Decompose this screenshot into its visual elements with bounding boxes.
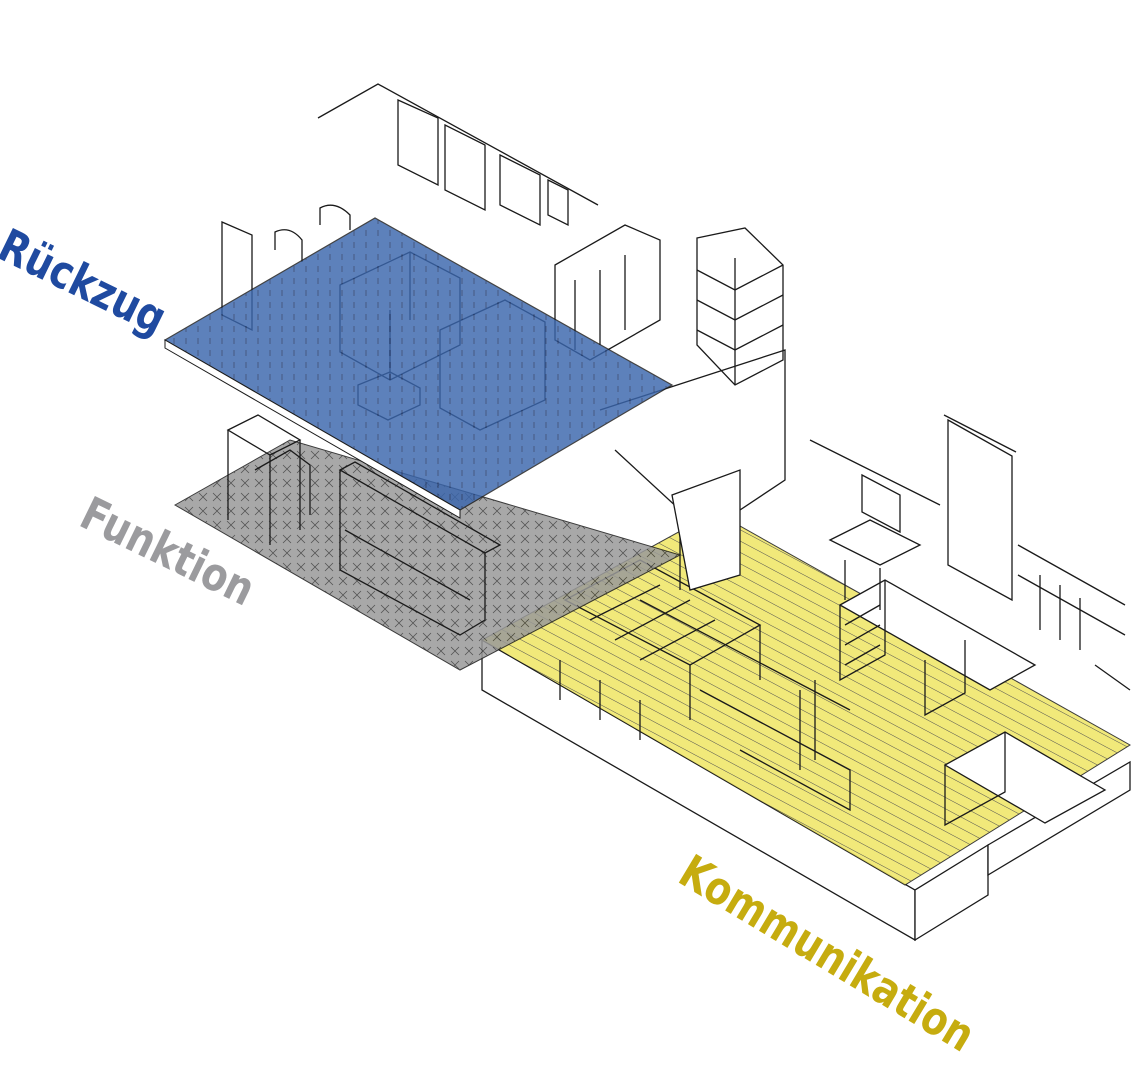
top-wall-elements [317,83,599,227]
desk-shelves [828,473,1107,827]
right-wall-elements [809,414,1131,691]
stair-structure [559,559,851,812]
rueckzug-floor [163,217,674,519]
back-shelving [554,224,786,591]
funktion-furniture [226,414,502,636]
funktion-floor [173,439,682,671]
